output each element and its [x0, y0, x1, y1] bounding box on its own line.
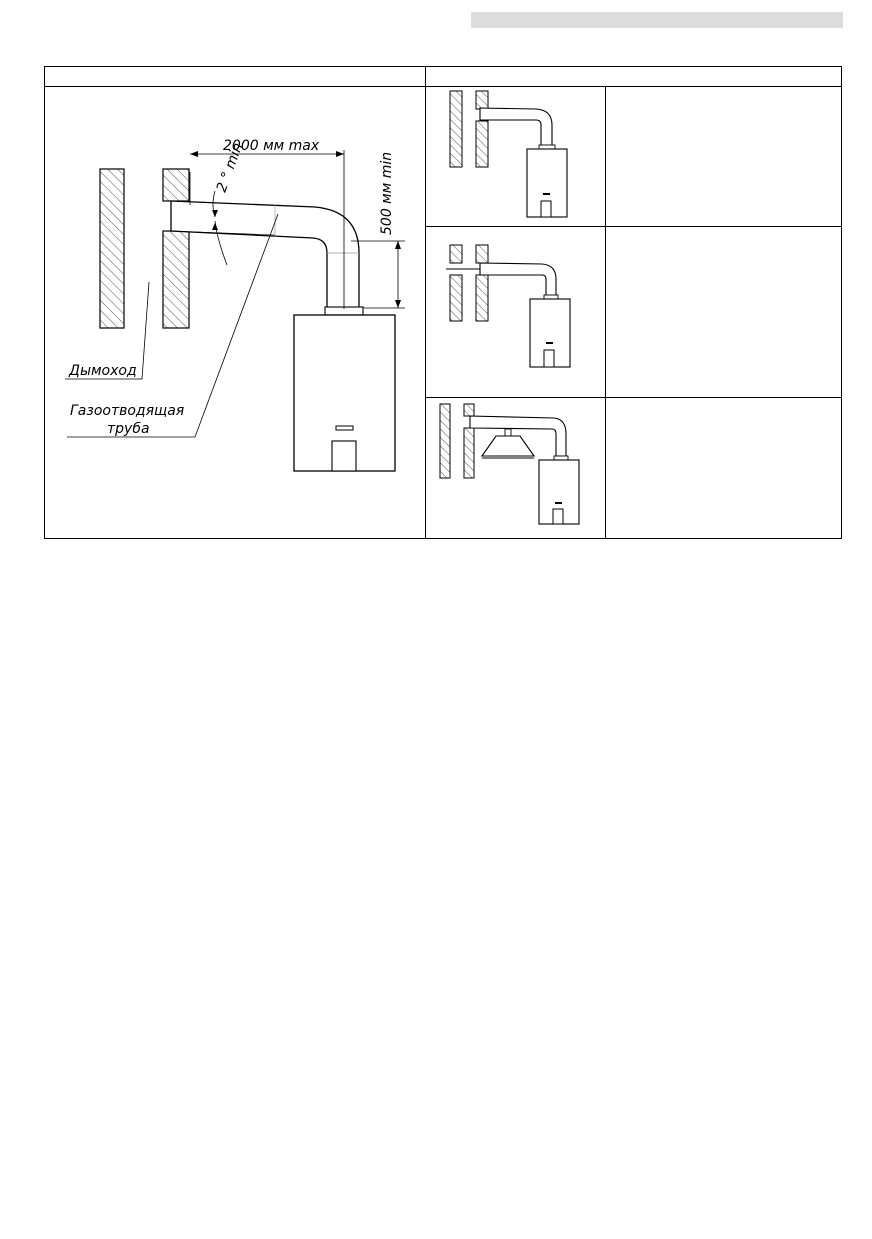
- variant-2-drawing-cell: [425, 226, 606, 398]
- header-bar: [471, 12, 843, 28]
- variant-1-description: [605, 86, 842, 227]
- table-header-row: [44, 66, 842, 87]
- installation-table: 2000 мм max 500 мм min: [44, 66, 842, 539]
- variant-1-drawing-cell: [425, 86, 606, 227]
- dim-angle-label: 2 ° min: [214, 141, 247, 195]
- main-installation-drawing: 2000 мм max 500 мм min: [65, 138, 405, 472]
- pipe-label-line2: труба: [107, 421, 150, 437]
- variant-3-drawing-cell: [425, 397, 606, 539]
- variant-1-drawing: [449, 90, 568, 218]
- variant-3-drawing: [439, 403, 580, 525]
- main-figure-cell: 2000 мм max 500 мм min: [44, 86, 426, 539]
- water-heater: [293, 314, 396, 472]
- table-row: [45, 397, 842, 539]
- variant-2-drawing: [446, 244, 571, 368]
- chimney-wall-right: [162, 168, 190, 329]
- chimney-wall-left: [99, 168, 125, 329]
- variant-3-description: [605, 397, 842, 539]
- dim-length-label: 2000 мм max: [223, 138, 320, 154]
- chimney-label: Дымоход: [68, 363, 137, 379]
- flue-pipe: [170, 200, 360, 310]
- dim-height-label: 500 мм min: [379, 152, 395, 235]
- table-header-cell-2: [425, 66, 842, 87]
- dimension-height: 500 мм min: [351, 152, 405, 309]
- table-header-cell-1: [44, 66, 426, 87]
- variant-2-description: [605, 226, 842, 398]
- pipe-label-line1: Газоотводящая: [70, 403, 184, 419]
- dimension-length: 2000 мм max: [189, 138, 345, 309]
- table-row: 2000 мм max 500 мм min: [44, 86, 842, 539]
- table-row: [45, 226, 842, 398]
